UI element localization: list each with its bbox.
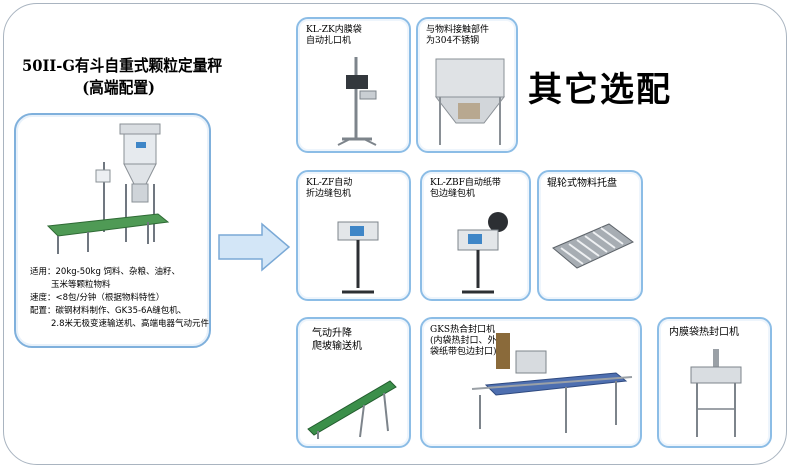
option-label: KL-ZF自动 xyxy=(306,178,353,188)
option-label: KL-ZBF自动纸带 xyxy=(430,178,501,188)
option-label: GKS热合封口机 xyxy=(430,325,496,335)
zk-machine-image xyxy=(337,57,377,146)
product-title: 50II-G有斗自重式颗粒定量秤 (高端配置) xyxy=(22,55,223,99)
option-label: KL-ZK内膜袋 xyxy=(306,25,362,35)
option-card-stainless: 与物料接触部件 为304不锈钢 xyxy=(416,17,518,153)
option-label: 气动升降 xyxy=(312,328,352,339)
option-label: 为304不锈钢 xyxy=(426,36,480,46)
stainless-hopper-image xyxy=(434,58,506,145)
option-label: 与物料接触部件 xyxy=(426,25,490,35)
spec-line: 配置：碳钢材料制作、GK35-6A缝包机、 xyxy=(30,306,187,316)
options-heading: 其它选配 xyxy=(528,70,672,110)
option-label: 爬坡输送机 xyxy=(312,341,362,352)
product-title-line2: (高端配置) xyxy=(82,78,156,97)
option-card-lift: 气动升降 爬坡输送机 xyxy=(296,317,411,448)
option-label: 折边缝包机 xyxy=(306,189,352,199)
option-card-inner-sealer: 内膜袋热封口机 xyxy=(657,317,772,448)
main-product-card xyxy=(14,113,211,348)
option-card-zk: KL-ZK内膜袋 自动扎口机 xyxy=(296,17,411,153)
product-title-line1: 50II-G有斗自重式颗粒定量秤 xyxy=(22,56,223,75)
lift-conveyor-image xyxy=(307,380,397,439)
option-label: 包边缝包机 xyxy=(430,189,476,199)
option-label: 辊轮式物料托盘 xyxy=(547,178,617,189)
main-machine-image xyxy=(46,123,170,254)
main-specs: 适用：20kg-50kg 饲料、杂粮、油籽、 玉米等颗粒物料 速度：<8包/分钟… xyxy=(30,266,212,331)
option-card-zf: KL-ZF自动 折边缝包机 xyxy=(296,170,411,301)
spec-line: 2.8米无极变速输送机、高端电器气动元件 xyxy=(51,319,210,329)
spec-line: 速度：<8包/分钟（根据物料特性） xyxy=(30,293,165,303)
roller-tray-image xyxy=(552,223,634,269)
option-card-zbf: KL-ZBF自动纸带 包边缝包机 xyxy=(420,170,531,301)
option-card-gks: GKS热合封口机 (内袋热封口、外 袋纸带包边封口) xyxy=(420,317,642,448)
spec-line: 适用：20kg-50kg 饲料、杂粮、油籽、 xyxy=(30,267,181,277)
zbf-sewing-machine-image xyxy=(457,212,508,294)
spec-line: 玉米等颗粒物料 xyxy=(51,280,111,290)
gks-sealer-image xyxy=(471,333,633,433)
inner-sealer-image xyxy=(690,349,742,437)
option-label: (内袋热封口、外 xyxy=(430,336,497,346)
option-label: 袋纸带包边封口) xyxy=(430,347,497,357)
zf-sewing-machine-image xyxy=(337,221,379,294)
option-label: 自动扎口机 xyxy=(306,36,352,46)
right-arrow-icon xyxy=(218,222,290,272)
option-card-roller: 辊轮式物料托盘 xyxy=(537,170,643,301)
option-label: 内膜袋热封口机 xyxy=(669,327,739,338)
